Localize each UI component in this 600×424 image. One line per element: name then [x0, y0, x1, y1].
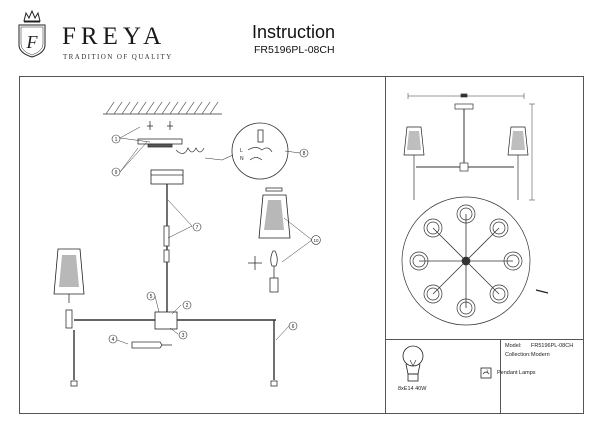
screwdriver-icon [131, 341, 172, 349]
brand-emblem: F [18, 9, 46, 58]
info-model-label: Model: [505, 343, 522, 349]
callout-8: 8 [303, 151, 306, 157]
bulb-icon [269, 250, 279, 293]
brand-tagline: TRADITION OF QUALITY [63, 53, 173, 61]
callout-5: 5 [150, 294, 153, 300]
plan-view-shades [409, 204, 523, 318]
callout-2: 2 [186, 303, 189, 309]
pendant-lamp-icon [480, 367, 492, 379]
safety-class: 1 [486, 368, 489, 373]
callout-6: 6 [292, 324, 295, 330]
callout-3: 3 [182, 333, 185, 339]
brand-name: FREYA [62, 23, 167, 50]
page-title: Instruction [252, 22, 336, 42]
elevation-shade-left [403, 126, 425, 156]
bulb-spec-icon [402, 345, 424, 382]
frame-divider [385, 76, 386, 414]
info-divider [385, 339, 584, 340]
wiring-detail-circle [231, 122, 289, 180]
info-divider-2 [500, 339, 501, 414]
emblem-letter: F [26, 32, 39, 52]
plan-view-circle [401, 196, 531, 326]
info-collection-label: Collection: [505, 352, 531, 358]
info-collection-row: Collection:Modern [505, 352, 550, 358]
crown-icon [23, 9, 41, 23]
lamp-shade-left [53, 248, 85, 329]
ceiling-hatch [103, 101, 222, 115]
shield-icon [18, 24, 46, 58]
diagram-frame [19, 76, 584, 414]
callout-1: 1 [115, 137, 118, 143]
info-model-row: Model: FR5196PL-08CH [505, 343, 573, 349]
callout-9: 9 [115, 170, 118, 176]
lamp-type: Pendant Lamps [497, 370, 536, 376]
info-collection-value: Modern [531, 352, 550, 358]
plan-view-arms [419, 214, 513, 308]
wire-label-n: N [240, 156, 244, 162]
callout-7: 7 [196, 225, 199, 231]
ceiling-mount-icon [137, 121, 183, 148]
bulb-spec: 8xE14 40W [398, 386, 427, 392]
callout-10: 10 [313, 238, 319, 243]
elevation-shade-right [507, 126, 529, 156]
info-model-value: FR5196PL-08CH [531, 343, 574, 349]
callout-4: 4 [112, 337, 115, 343]
wire-label-l: L [240, 148, 243, 154]
model-code: FR5196PL-08CH [254, 44, 335, 56]
lamp-shade-right [258, 187, 291, 239]
